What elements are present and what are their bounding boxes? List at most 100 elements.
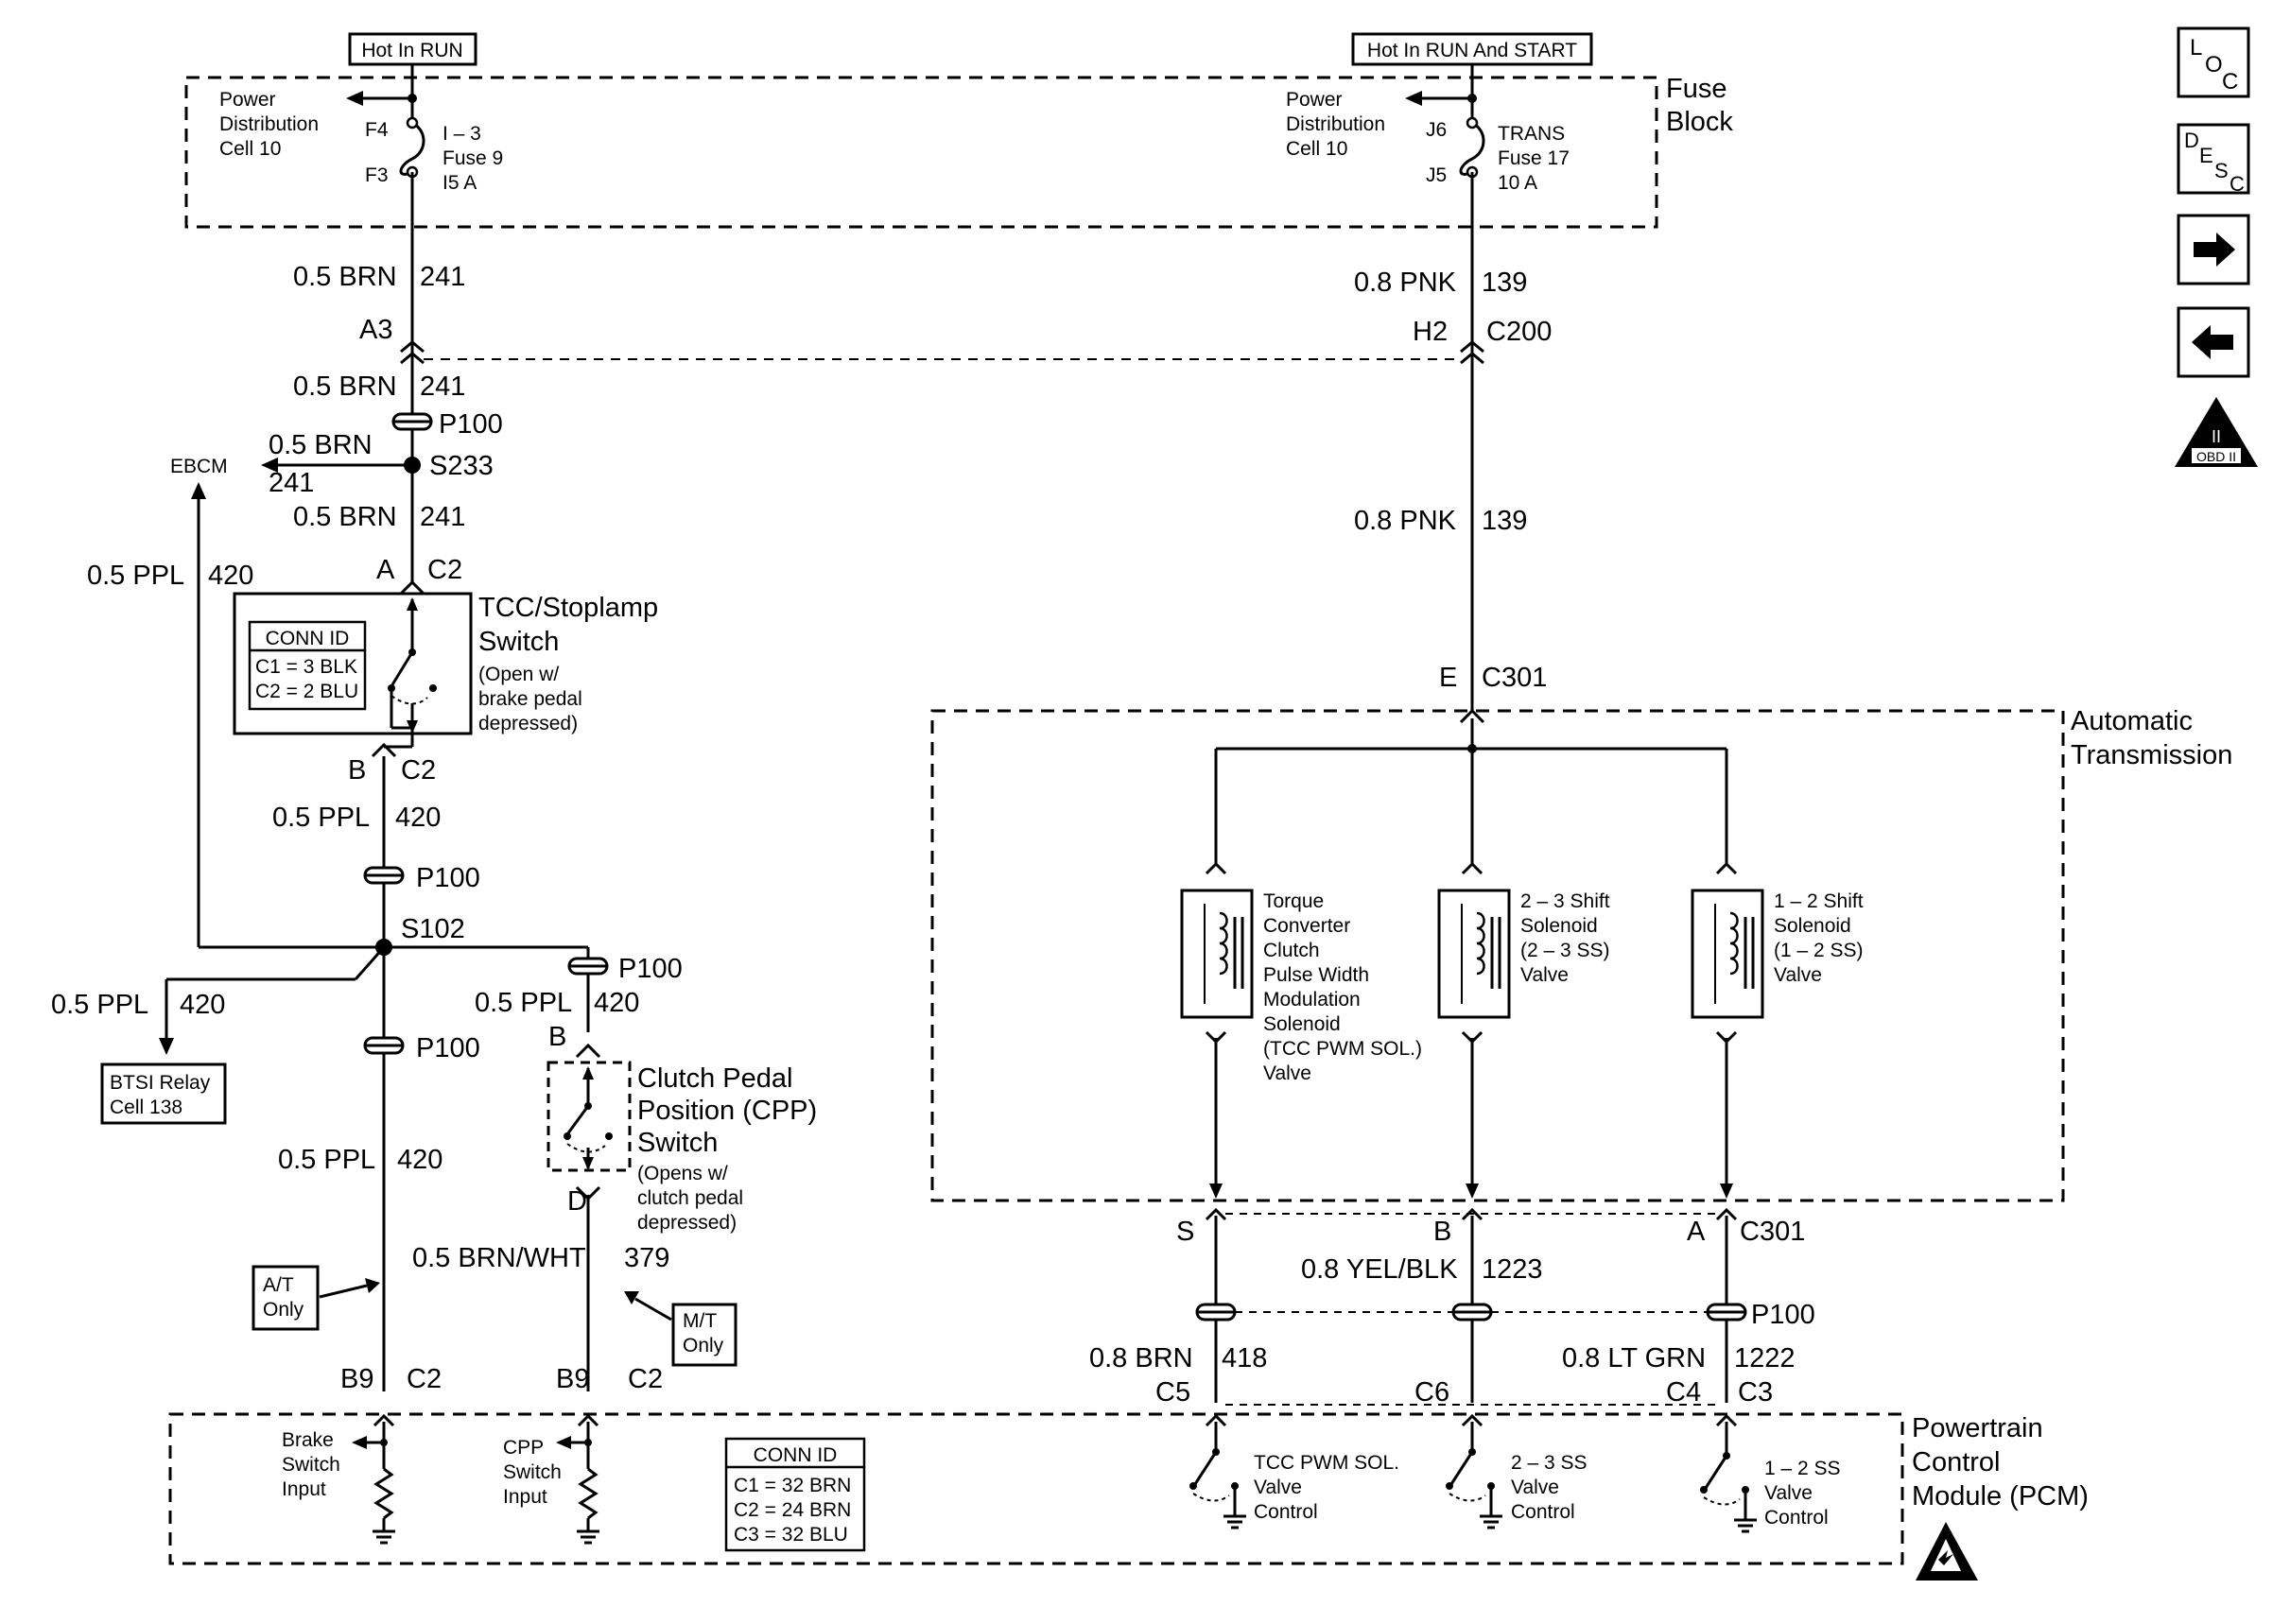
p100-connector-row [1195,1303,1747,1322]
arrow-left-icon [556,1436,571,1449]
transmission-to-pcm-wiring: S B A C301 0.8 YEL/BLK 1223 P100 0.8 BRN… [1089,1207,1815,1408]
svg-text:CONN ID: CONN ID [266,628,350,649]
svg-text:(TCC PWM SOL.): (TCC PWM SOL.) [1263,1038,1422,1060]
svg-text:Switch: Switch [637,1128,718,1158]
svg-text:Valve: Valve [1520,964,1569,986]
svg-text:1 – 2 SS: 1 – 2 SS [1764,1458,1841,1479]
ss12-control: 1 – 2 SS Valve Control [1700,1413,1841,1533]
circuit-420-ebcm: 0.5 PPL 420 [87,482,390,949]
svg-text:D: D [567,1186,587,1217]
next-button[interactable] [2177,214,2250,285]
svg-text:J6: J6 [1426,119,1447,141]
desc-button[interactable]: D E S C [2177,123,2250,196]
svg-text:P100: P100 [618,954,683,984]
svg-text:C1 = 3 BLK: C1 = 3 BLK [255,656,357,678]
svg-text:depressed): depressed) [637,1212,737,1234]
hot-in-run-start-label: Hot In RUN And START [1351,32,1593,66]
svg-text:II: II [2212,427,2221,446]
svg-text:Only: Only [683,1335,724,1356]
svg-text:139: 139 [1482,506,1527,536]
svg-text:C: C [2230,172,2245,196]
svg-text:Block: Block [1666,107,1733,137]
svg-text:L: L [2190,35,2202,60]
automatic-transmission: Automatic Transmission Torque Converter … [930,706,2232,1202]
p100-connector [363,866,405,885]
cpp-switch-title: Clutch Pedal [637,1063,792,1094]
arrow-left-icon [1405,91,1422,106]
svg-text:Valve: Valve [1263,1063,1311,1084]
svg-text:Clutch: Clutch [1263,940,1320,961]
svg-text:BTSI Relay: BTSI Relay [110,1072,211,1094]
svg-text:0.8 PNK: 0.8 PNK [1354,268,1457,298]
btsi-relay-box: BTSI Relay Cell 138 [100,1063,227,1125]
svg-text:(Opens w/: (Opens w/ [637,1163,728,1184]
switch-contact-icon [1704,1455,1728,1489]
tcc-conn-id-table: CONN ID C1 = 3 BLK C2 = 2 BLU [248,620,367,711]
svg-text:Hot In RUN And START: Hot In RUN And START [1367,40,1577,61]
svg-text:Transmission: Transmission [2071,740,2232,770]
svg-text:CPP: CPP [503,1437,544,1459]
svg-text:B9: B9 [556,1364,589,1394]
svg-text:F4: F4 [365,119,389,141]
prev-button[interactable] [2177,306,2250,378]
svg-text:C2: C2 [401,755,436,786]
svg-text:Valve: Valve [1774,964,1822,986]
arrow-down-icon [159,1038,174,1055]
svg-text:418: 418 [1222,1343,1267,1373]
svg-text:Solenoid: Solenoid [1263,1013,1341,1035]
loc-button[interactable]: L O C [2177,26,2250,98]
coil-icon [1219,911,1228,976]
svg-text:241: 241 [420,502,465,532]
svg-text:0.5 PPL: 0.5 PPL [51,990,148,1020]
svg-text:420: 420 [395,803,441,833]
switch-contact-icon [390,651,414,687]
svg-text:0.5 PPL: 0.5 PPL [272,803,370,833]
svg-text:P100: P100 [439,409,503,440]
svg-text:I – 3: I – 3 [442,123,481,145]
svg-text:0.5 BRN: 0.5 BRN [293,371,397,402]
fuse-icon [1459,121,1485,176]
cpp-switch-input: CPP Switch Input [503,1413,599,1545]
pcm-conn-id-table: CONN ID C1 = 32 BRN C2 = 24 BRN C3 = 32 … [724,1437,866,1552]
tcc-stoplamp-switch: CONN ID C1 = 3 BLK C2 = 2 BLU TCC/Stopla… [233,592,658,735]
svg-text:M/T: M/T [683,1310,717,1332]
svg-text:Valve: Valve [1764,1482,1813,1504]
svg-text:241: 241 [420,371,465,402]
svg-text:Control: Control [1912,1447,2001,1477]
svg-text:Power: Power [1286,89,1343,111]
svg-text:C2: C2 [407,1364,442,1394]
svg-text:0.5 BRN/WHT: 0.5 BRN/WHT [412,1243,586,1273]
svg-text:Cell 10: Cell 10 [219,138,281,160]
esd-warning-icon [1916,1522,1978,1581]
p100-connector [391,412,433,431]
svg-text:1222: 1222 [1734,1343,1796,1373]
svg-text:C4: C4 [1666,1377,1701,1408]
svg-text:P100: P100 [416,1033,480,1063]
switch-contact-icon [565,1105,590,1135]
switch-contact-icon [1449,1451,1474,1485]
svg-text:F3: F3 [365,164,389,186]
svg-text:Switch: Switch [503,1461,562,1483]
svg-text:C2: C2 [628,1364,663,1394]
obd-ii-button[interactable]: II OBD II [2175,397,2258,467]
svg-text:Only: Only [263,1299,304,1321]
svg-text:0.8 BRN: 0.8 BRN [1089,1343,1193,1373]
arrow-left-icon [346,91,363,106]
fuse-icon [399,121,425,176]
svg-text:OBD II: OBD II [2196,449,2236,464]
svg-text:Fuse 9: Fuse 9 [442,147,503,169]
svg-text:Brake: Brake [282,1429,334,1451]
svg-text:H2: H2 [1413,317,1448,347]
hot-in-run-label: Hot In RUN [348,32,477,66]
circuit-420: B C2 0.5 PPL 420 P100 S102 0.5 PPL 420 B… [51,734,590,1394]
svg-text:1 – 2 Shift: 1 – 2 Shift [1774,890,1864,912]
svg-text:Module (PCM): Module (PCM) [1912,1481,2089,1512]
svg-text:O: O [2205,52,2223,78]
svg-text:Switch: Switch [478,627,559,657]
svg-text:A3: A3 [359,315,392,345]
svg-text:A: A [376,555,395,585]
svg-text:Solenoid: Solenoid [1774,915,1851,937]
arrow-left-icon [352,1436,367,1449]
svg-text:C: C [2222,69,2238,95]
